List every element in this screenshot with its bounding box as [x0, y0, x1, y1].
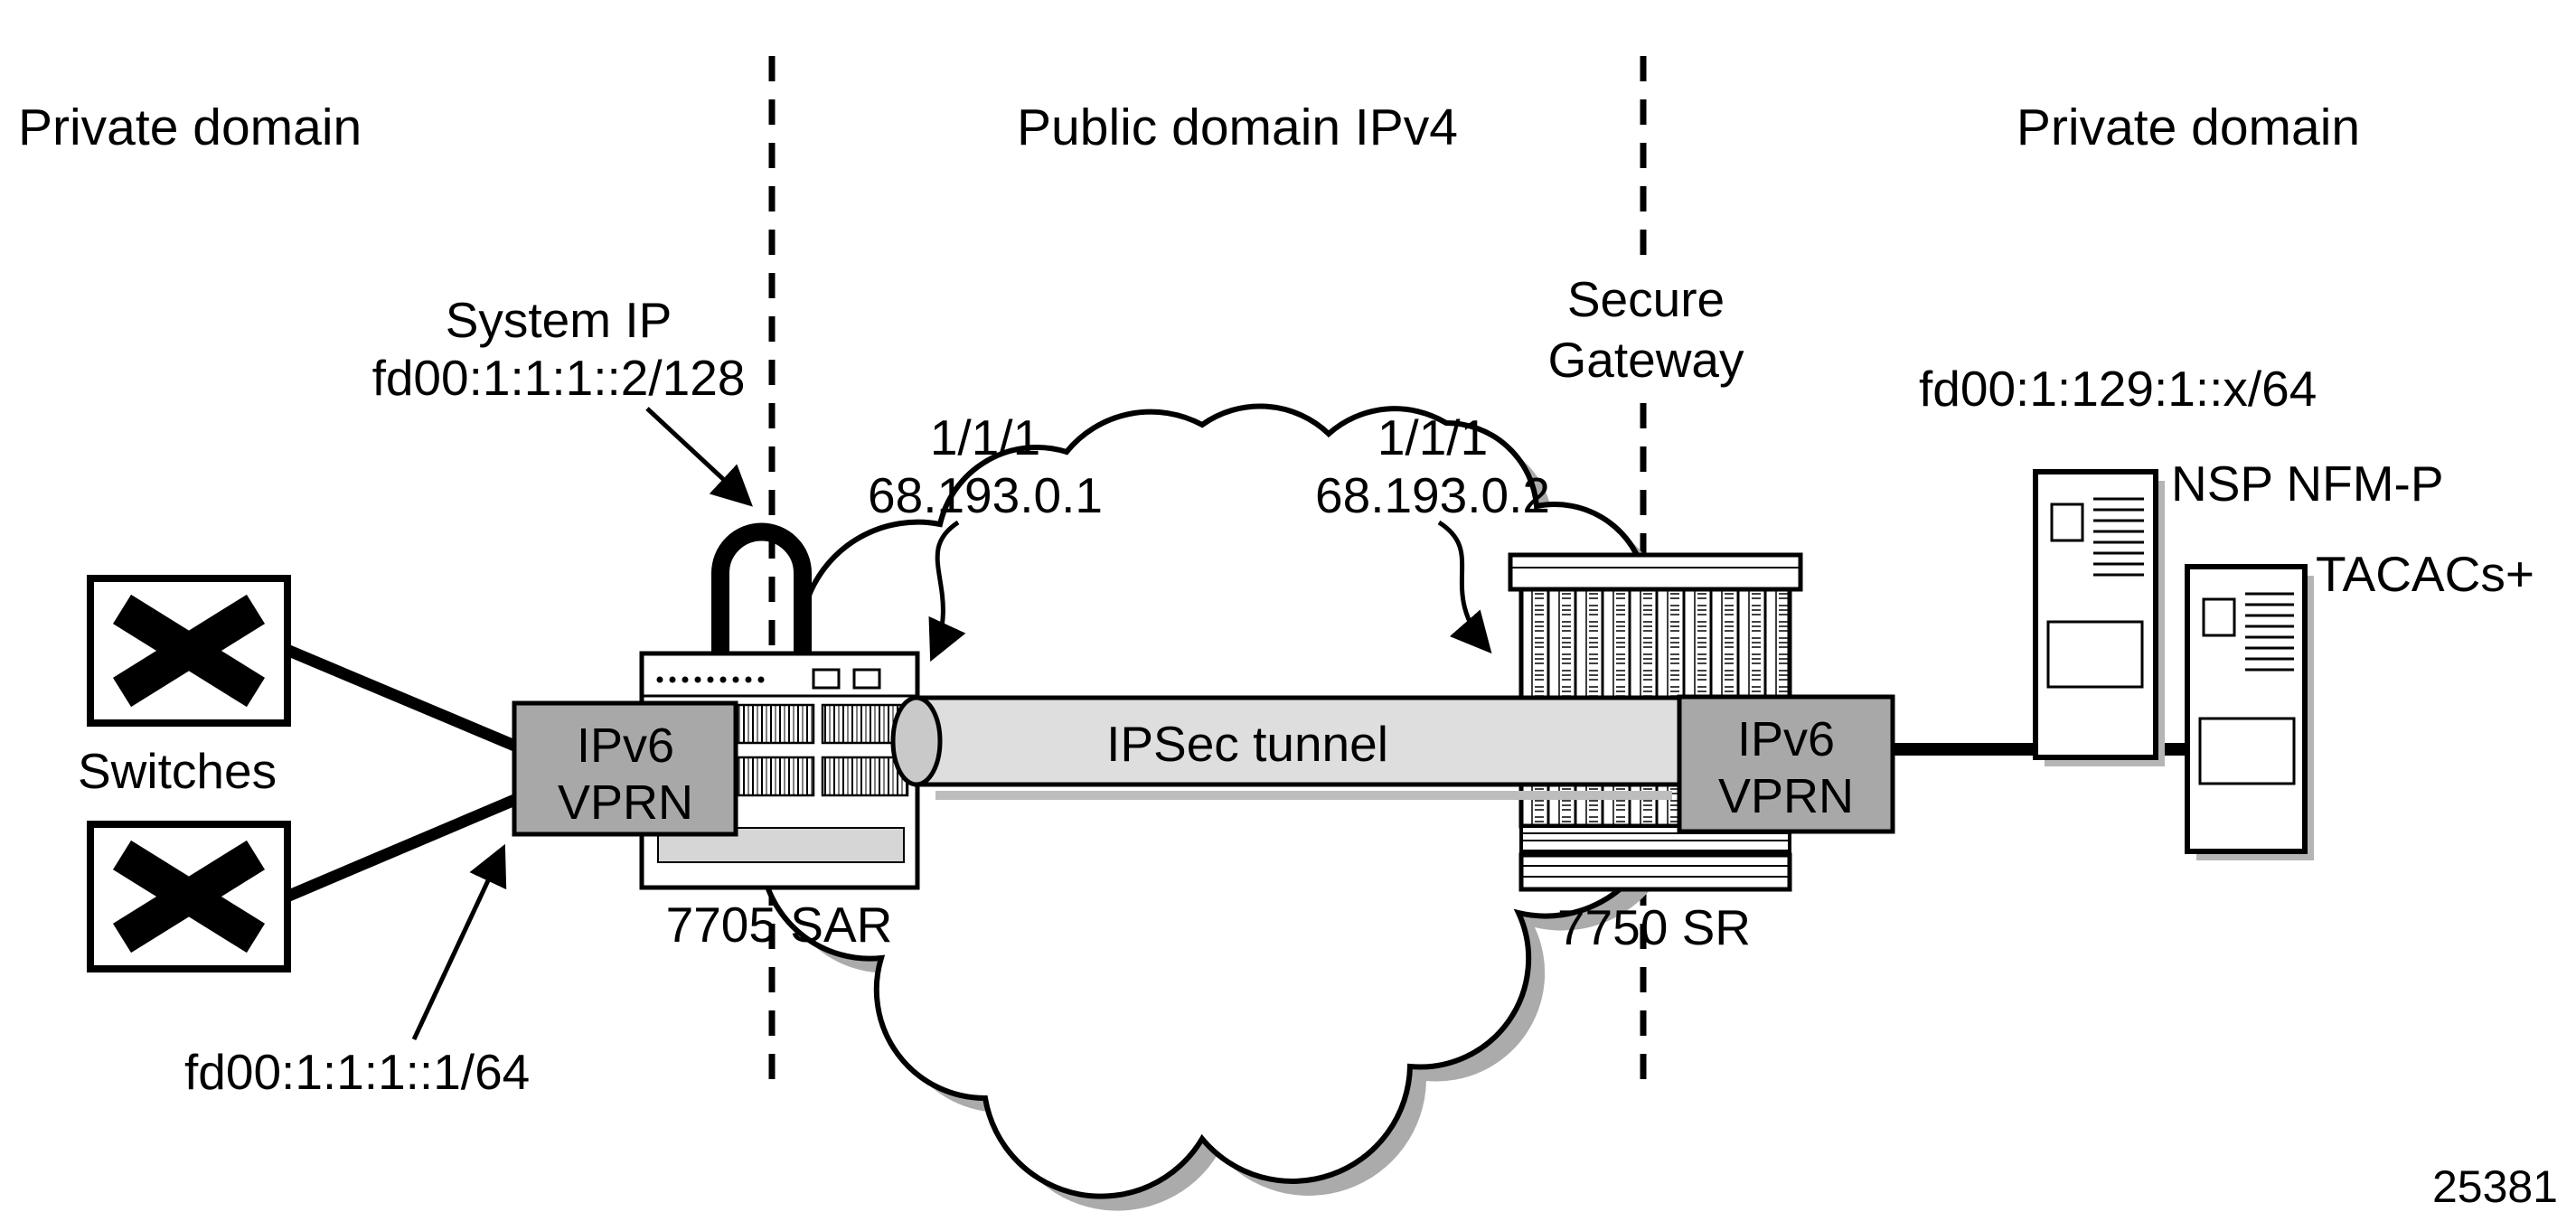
system-ip-loop-icon	[711, 522, 812, 653]
vprn-left-line2: VPRN	[558, 775, 693, 830]
tunnel-label: IPSec tunnel	[1106, 716, 1388, 772]
subnet-left-arrow	[411, 843, 507, 1041]
vprn-box-right: IPv6 VPRN	[1677, 694, 1895, 834]
system-ip-line1: System IP	[446, 292, 672, 348]
server-nsp-label: NSP NFM-P	[2171, 456, 2444, 512]
port-left-line2: 68.193.0.1	[868, 467, 1103, 523]
vprn-left-line1: IPv6	[577, 719, 674, 773]
switch-icon-bottom	[87, 821, 291, 972]
secure-gateway-backing	[1537, 271, 1763, 398]
figure-number: 25381	[2432, 1161, 2558, 1212]
vprn-right-line2: VPRN	[1718, 769, 1854, 823]
server-tacacs	[2185, 564, 2314, 860]
secure-gateway-line1: Secure	[1567, 271, 1725, 327]
switch-links	[282, 644, 532, 903]
server-tacacs-label: TACACs+	[2316, 546, 2534, 602]
vprn-box-left: IPv6 VPRN	[512, 700, 738, 837]
vprn-right-line1: IPv6	[1737, 712, 1835, 766]
domain-label-middle: Public domain IPv4	[1017, 99, 1458, 156]
switch-icon-top	[87, 575, 291, 727]
port-right-arrow	[1437, 520, 1492, 654]
server-nsp-nfm-p	[2033, 469, 2165, 766]
secure-gateway-line2: Gateway	[1547, 332, 1744, 388]
nsp-vents	[2093, 497, 2144, 577]
switches-label: Switches	[78, 743, 277, 799]
sar-label: 7705 SAR	[666, 897, 893, 953]
port-left-line1: 1/1/1	[930, 409, 1040, 465]
subnet-left-label: fd00:1:1:1::1/64	[184, 1044, 530, 1100]
ipsec-tunnel: IPSec tunnel	[890, 695, 1684, 800]
port-right-line1: 1/1/1	[1377, 409, 1488, 465]
sr-label: 7750 SR	[1557, 899, 1751, 955]
domain-label-left: Private domain	[18, 99, 362, 156]
system-ip-arrow	[645, 407, 753, 507]
subnet-right-label: fd00:1:129:1::x/64	[1919, 361, 2317, 417]
port-left-arrow	[928, 520, 966, 662]
sar-vent-dots	[656, 676, 765, 683]
port-right-line2: 68.193.0.2	[1315, 467, 1550, 523]
tacacs-vents	[2245, 592, 2294, 672]
system-ip-line2: fd00:1:1:1::2/128	[372, 350, 746, 406]
domain-label-right: Private domain	[2017, 99, 2360, 156]
